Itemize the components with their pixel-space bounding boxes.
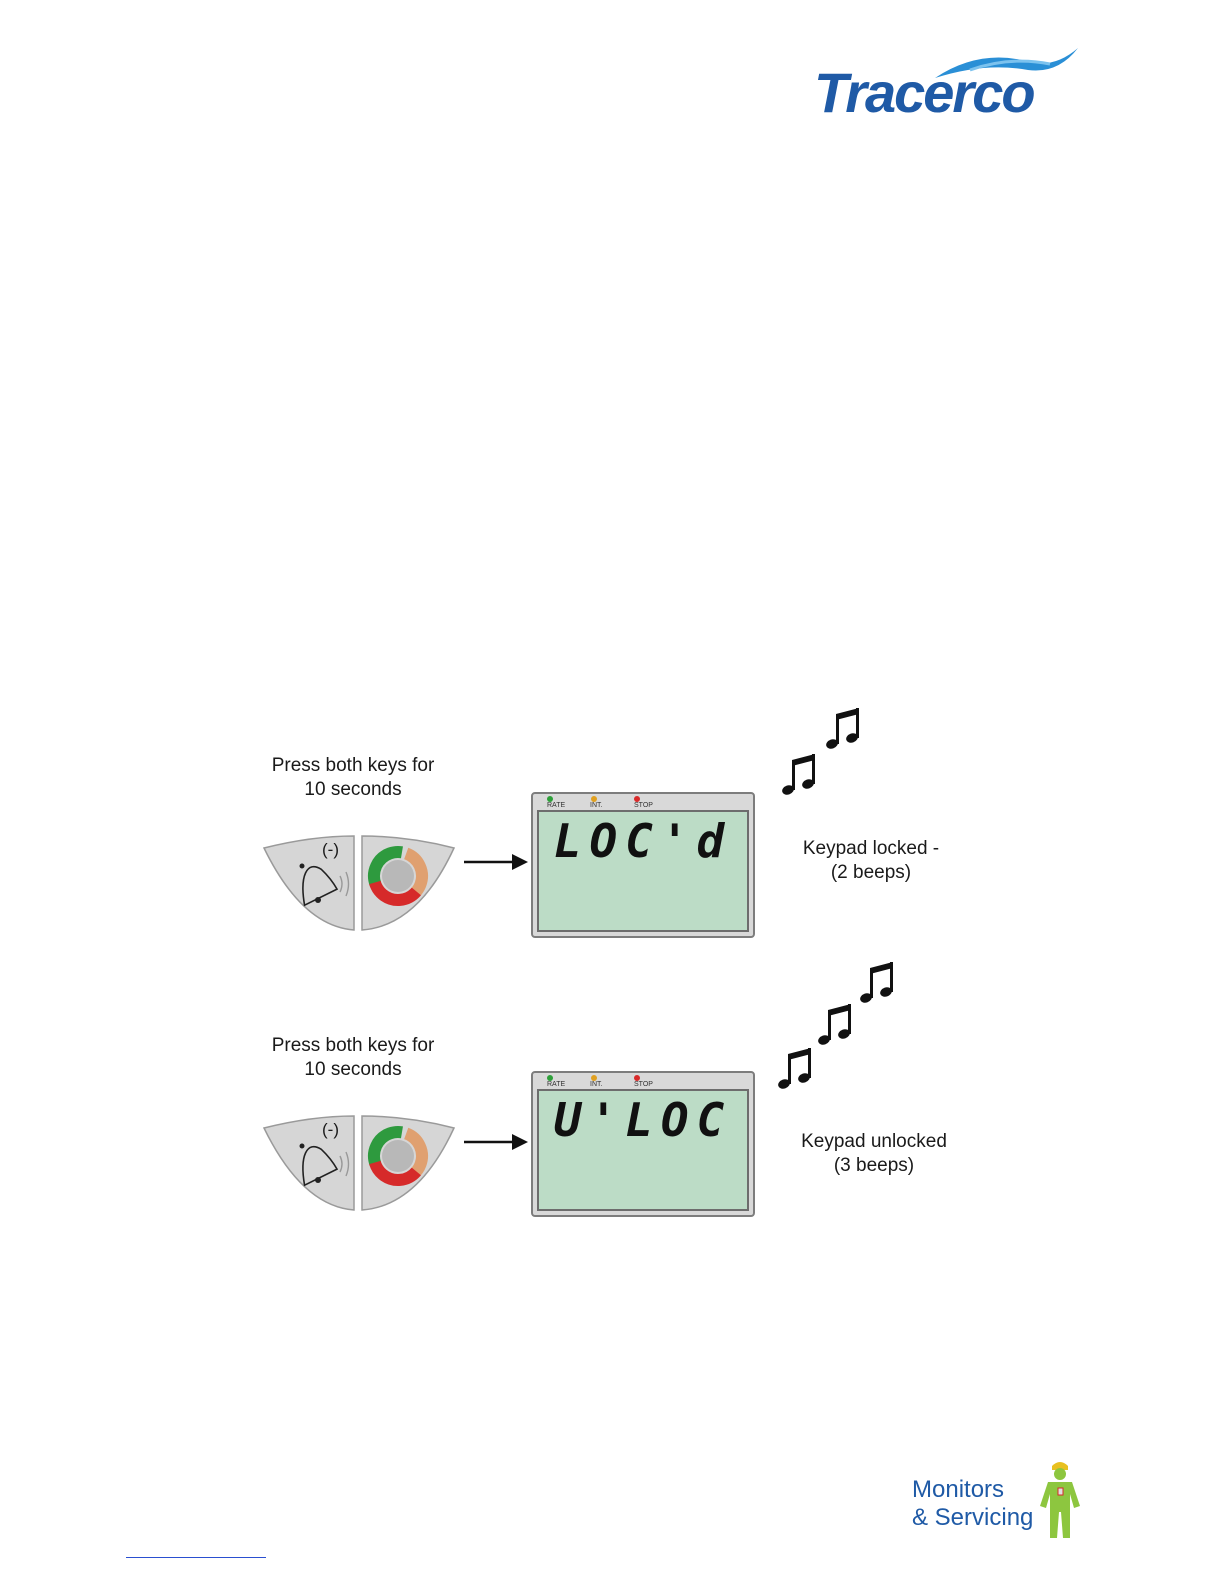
int-label: INT. (590, 1081, 602, 1088)
rate-label: RATE (547, 802, 565, 809)
result-caption-1: Keypad locked - (2 beeps) (790, 837, 952, 885)
bell-icon (288, 856, 358, 910)
bell-icon (288, 1136, 358, 1190)
monitors-servicing-logo: Monitors & Servicing (912, 1458, 1092, 1548)
footer-link-underline (126, 1557, 266, 1558)
result-line2: (3 beeps) (790, 1154, 958, 1178)
tracerco-logo-text: Tracerco (814, 60, 1034, 125)
lcd-display-1: RATE INT. STOP LOC'd (531, 792, 755, 938)
ring-icon (366, 1124, 430, 1188)
arrow-icon (464, 1132, 528, 1152)
beep-notes-icon (774, 962, 904, 1094)
result-caption-2: Keypad unlocked (3 beeps) (790, 1130, 958, 1178)
tracerco-logo: Tracerco (810, 40, 1080, 130)
instruction-line2: 10 seconds (262, 778, 444, 802)
rate-label: RATE (547, 1081, 565, 1088)
result-line1: Keypad locked - (790, 837, 952, 861)
logo-line1: Monitors (912, 1476, 1004, 1504)
stop-label: STOP (634, 802, 653, 809)
arrow-icon (464, 852, 528, 872)
lcd-screen: LOC'd (537, 810, 749, 932)
lcd-screen: U'LOC (537, 1089, 749, 1211)
result-line1: Keypad unlocked (790, 1130, 958, 1154)
beep-notes-icon (778, 706, 898, 816)
logo-line2: & Servicing (912, 1504, 1033, 1532)
lcd-readout: LOC'd (539, 814, 747, 868)
worker-figure-icon (1036, 1458, 1084, 1542)
stop-label: STOP (634, 1081, 653, 1088)
lcd-display-2: RATE INT. STOP U'LOC (531, 1071, 755, 1217)
instruction-caption-1: Press both keys for 10 seconds (262, 754, 444, 802)
ring-icon (366, 844, 430, 908)
result-line2: (2 beeps) (790, 861, 952, 885)
instruction-line1: Press both keys for (262, 1034, 444, 1058)
int-label: INT. (590, 802, 602, 809)
lcd-readout: U'LOC (539, 1093, 747, 1147)
instruction-line2: 10 seconds (262, 1058, 444, 1082)
instruction-line1: Press both keys for (262, 754, 444, 778)
instruction-caption-2: Press both keys for 10 seconds (262, 1034, 444, 1082)
